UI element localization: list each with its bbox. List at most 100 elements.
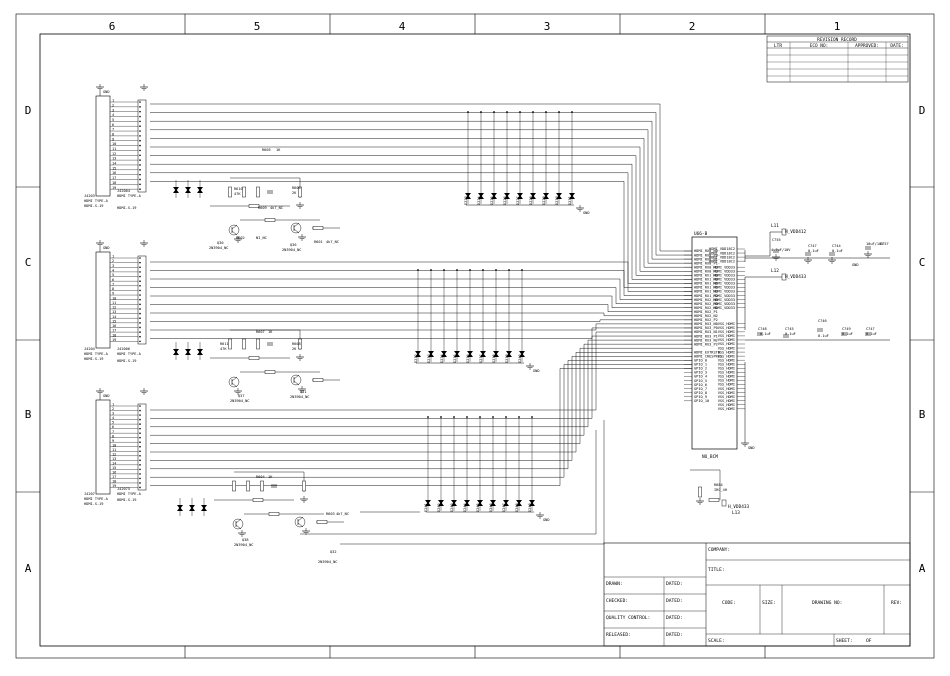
gnd-label: GND [748, 446, 755, 450]
pin-number: 11 [112, 147, 116, 151]
conn1-part2: HDMI-S-19 [117, 206, 136, 210]
tb-title: TITLE: [708, 567, 725, 573]
junction-dot [506, 111, 508, 113]
pin-number: 8 [112, 434, 114, 438]
diode-ref: D223 [464, 196, 468, 205]
pin-number: 2 [112, 103, 114, 107]
ic-left-pins: HDMI_RX0_N0HDMI_RX0_P0HDMI_RX0_N1HDMI_RX… [684, 249, 722, 403]
esd-diode-small [173, 349, 179, 355]
r609-ref: R609 [258, 206, 267, 210]
esd-diode [519, 351, 525, 357]
ic-pin-label-left: GPIO_9 [694, 395, 707, 399]
gnd-label: GND [583, 211, 590, 215]
ic-pin-label-left: HDMI_RX3_N1 [694, 330, 718, 334]
pin-dot [139, 106, 141, 108]
ic-pin-label-right: VSS_HDMI [718, 383, 735, 387]
ic-pin-label-right: VSS_HDMI [718, 399, 735, 403]
pin-number: 7 [112, 282, 114, 286]
pin-dot [139, 110, 141, 113]
pin-dot [139, 173, 141, 176]
pin-number: 1 [112, 99, 114, 103]
transistor-body [290, 374, 302, 386]
ic-pin-label-right: VSS_HDMI [718, 326, 735, 330]
pin-dot [139, 271, 141, 273]
cap-c748-ref: C748 [758, 327, 767, 331]
transistor [232, 518, 244, 530]
zone-row-a-left: A [25, 562, 32, 575]
resistor [232, 480, 236, 492]
pwr-l11-ref: L11 [771, 223, 779, 229]
ic-pin-label-right: VSS_HDMI [718, 395, 735, 399]
zone-row-c-left: C [25, 256, 32, 269]
r601-ref: R601 [314, 240, 323, 244]
junction-dot [417, 269, 419, 271]
esd-diode-small [189, 505, 195, 511]
ic-pin-label-right: VSS_HDMI [718, 346, 735, 350]
ic-pin-label-right: VSS_HDMI [718, 334, 735, 338]
pin-dot [139, 178, 141, 181]
ic-ref: U66-B [694, 231, 708, 237]
pin-dot [139, 405, 141, 407]
ic-pin-label-right: HDMI_VDD33 [713, 290, 735, 294]
r602-ref: R602 [236, 236, 245, 240]
conn1-type2: HDMI TYPE-A [117, 194, 142, 198]
pin-dot [139, 473, 141, 475]
ic-pin-label-left: HDMI_CRESPRES [694, 354, 722, 358]
pin-number: 8 [112, 287, 114, 291]
pin-number: 18 [112, 333, 116, 337]
pin-number: 18 [112, 181, 116, 185]
junction-dot [518, 416, 520, 418]
junction-dot [467, 111, 469, 113]
pin-dot [139, 257, 141, 259]
diode-ref: D226 [503, 196, 507, 205]
ic-pin-label-right: HDMI_VDD33 [713, 278, 735, 282]
diode-triangle [529, 502, 535, 506]
ic-pin-label-right: HDMI_VDD18C2 [709, 259, 735, 263]
pin-dot [139, 468, 141, 471]
junction-dot [453, 416, 455, 418]
junction-dot [482, 269, 484, 271]
pin-number: 10 [112, 443, 116, 447]
pin-number: 9 [112, 439, 114, 443]
junction-dot [456, 269, 458, 271]
title-block-text: COMPANY: TITLE: DRAWN: DATED: CHECKED: D… [606, 547, 902, 644]
diode-triangle [480, 353, 486, 357]
ic-pin-label-left: HDMI_RX2_N2 [694, 314, 718, 318]
ic-pin-label-left: GPIO_7 [694, 387, 707, 391]
diode-triangle [517, 195, 523, 199]
conn3-type: HDMI TYPE-A [84, 497, 109, 501]
ic-pin-label-left: GPIO_3 [694, 371, 707, 375]
junction-dot [508, 269, 510, 271]
resistor-labels: R605 1K R606 2K R607 1K R608 2K R604 1K … [220, 148, 727, 516]
pin-dot [139, 312, 141, 315]
transistor [290, 222, 302, 234]
resistor [298, 186, 302, 198]
diode-ref: D238 [492, 354, 496, 363]
diode-triangle [519, 353, 525, 357]
pin-number: 8 [112, 132, 114, 136]
junction-dot [521, 269, 523, 271]
conn3-part: HDMI-S-19 [84, 502, 103, 506]
pin-dot [139, 436, 141, 439]
resistor [264, 218, 276, 222]
pin-number: 11 [112, 448, 116, 452]
resistor [228, 186, 232, 198]
ic-pin-label-left: HDMI_RX1_N1 [694, 282, 718, 286]
ic-pin-label-left: GPIO_2 [694, 367, 707, 371]
diode-triangle [477, 502, 483, 506]
ic-pin-label-left: HDMI_RX3_N0 [694, 322, 718, 326]
ic-pin-label-left: HDMI_RX2_P2 [694, 318, 718, 322]
resistor [246, 480, 250, 492]
ic-pin-label-right: VSS_HDMI [718, 379, 735, 383]
ic-pin-label-right: VSS_HDMI [718, 362, 735, 366]
diode-triangle [189, 507, 195, 511]
conn1-ref: J4203 [84, 194, 95, 198]
transistor [228, 376, 240, 388]
pin-dot [139, 450, 141, 453]
pin-dot [139, 441, 141, 444]
tb-checked-dated: DATED: [666, 598, 683, 604]
resistor [242, 338, 246, 350]
zone-row-a-right: A [919, 562, 926, 575]
